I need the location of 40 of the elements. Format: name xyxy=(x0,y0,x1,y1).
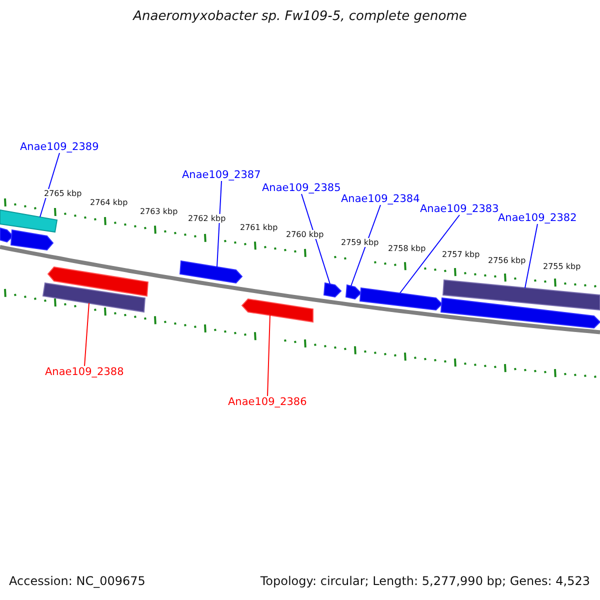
scale-label: 2759 kbp xyxy=(341,238,379,248)
gene-bar xyxy=(42,282,146,313)
leader-line xyxy=(40,152,60,218)
leader-line xyxy=(216,180,222,268)
scale-label: 2763 kbp xyxy=(140,207,178,216)
gene-segment xyxy=(47,266,149,297)
gene-segment xyxy=(345,284,362,300)
footer-text: Topology: circular; Length: 5,277,990 bp; Genes: 4,523 xyxy=(260,575,590,589)
leader-line xyxy=(267,314,270,396)
title: Anaeromyxobacter sp. Fw109-5, complete genome xyxy=(132,10,468,25)
gene-bar xyxy=(0,209,58,233)
scale-label: 2762 kbp xyxy=(188,214,226,224)
gene-label: Anae109_2386 xyxy=(228,396,307,408)
gene-segment xyxy=(323,282,342,298)
leader-line xyxy=(350,204,381,286)
scale-label: 2757 kbp xyxy=(442,250,480,260)
footer-text: Accession: NC_009675 xyxy=(9,575,146,589)
scale-label: 2761 kbp xyxy=(240,223,278,232)
gene-bar xyxy=(442,279,600,311)
scale-label: 2765 kbp xyxy=(44,189,82,198)
gene-segment xyxy=(241,298,314,323)
gene-label: Anae109_2382 xyxy=(498,212,577,224)
gene-segment xyxy=(440,297,600,329)
gene-label: Anae109_2385 xyxy=(262,182,341,194)
scale-label: 2760 kbp xyxy=(286,230,324,240)
scale-label: 2756 kbp xyxy=(488,256,526,266)
gene-segment xyxy=(0,227,14,243)
scale-label: 2758 kbp xyxy=(388,244,426,254)
gene-label: Anae109_2384 xyxy=(341,193,420,206)
leader-line xyxy=(400,214,460,294)
scale-label: 2764 kbp xyxy=(90,198,128,208)
leader-line xyxy=(84,302,90,366)
gene-label: Anae109_2383 xyxy=(420,203,499,216)
leader-line xyxy=(301,194,330,284)
gene-label: Anae109_2387 xyxy=(182,169,261,182)
scale-label: 2755 kbp xyxy=(543,262,581,272)
gene-label: Anae109_2389 xyxy=(20,141,99,154)
leader-line xyxy=(524,224,538,288)
gene-label: Anae109_2388 xyxy=(45,366,124,378)
gene-segment xyxy=(179,260,243,284)
